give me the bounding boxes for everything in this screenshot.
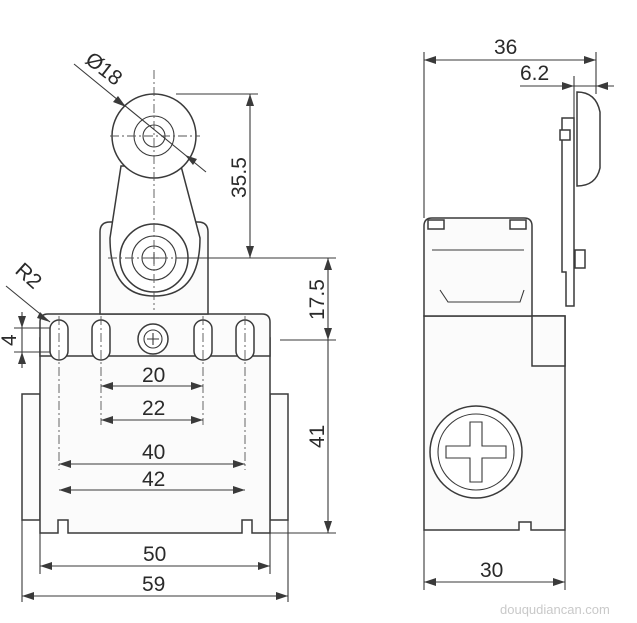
side-roller: [576, 91, 601, 187]
side-recess: [432, 249, 525, 303]
label-body-depth: 30: [480, 559, 503, 582]
label-outer-slot-pitch: 40: [142, 441, 165, 464]
side-top-bumps: [427, 219, 445, 230]
watermark-text: douqudiancan.com: [500, 602, 610, 617]
front-dimensions: [5, 63, 336, 602]
side-upper-housing: [423, 217, 533, 317]
side-big-screw-icon: [429, 405, 523, 499]
label-overall-width: 59: [142, 573, 165, 596]
side-pivot-nut: [574, 249, 586, 269]
label-pivot-height: 17.5: [306, 279, 329, 320]
label-overall-depth: 36: [494, 36, 517, 59]
right-flange: [269, 393, 289, 521]
label-inner-pitch-outer: 22: [142, 397, 165, 420]
side-roller-hub: [559, 129, 571, 141]
cover-screw-icon: [137, 323, 169, 355]
side-lower-step: [531, 315, 566, 367]
label-outer-pitch-outer: 42: [142, 468, 165, 491]
label-roller-diameter: Ø18: [81, 48, 126, 91]
label-roller-offset: 6.2: [520, 62, 549, 85]
label-body-height: 41: [306, 425, 329, 448]
side-top-bump-right: [509, 219, 527, 230]
side-dimensions: [423, 52, 614, 590]
label-corner-radius: R2: [11, 259, 46, 294]
side-view: [423, 91, 601, 531]
label-slot-height: 4: [0, 334, 21, 346]
left-flange: [21, 393, 41, 521]
side-lever-arm: [561, 117, 575, 307]
label-inner-slot-pitch: 20: [142, 364, 165, 387]
label-body-width: 50: [143, 543, 166, 566]
label-arm-length: 35.5: [228, 157, 251, 198]
front-view: [21, 70, 289, 534]
